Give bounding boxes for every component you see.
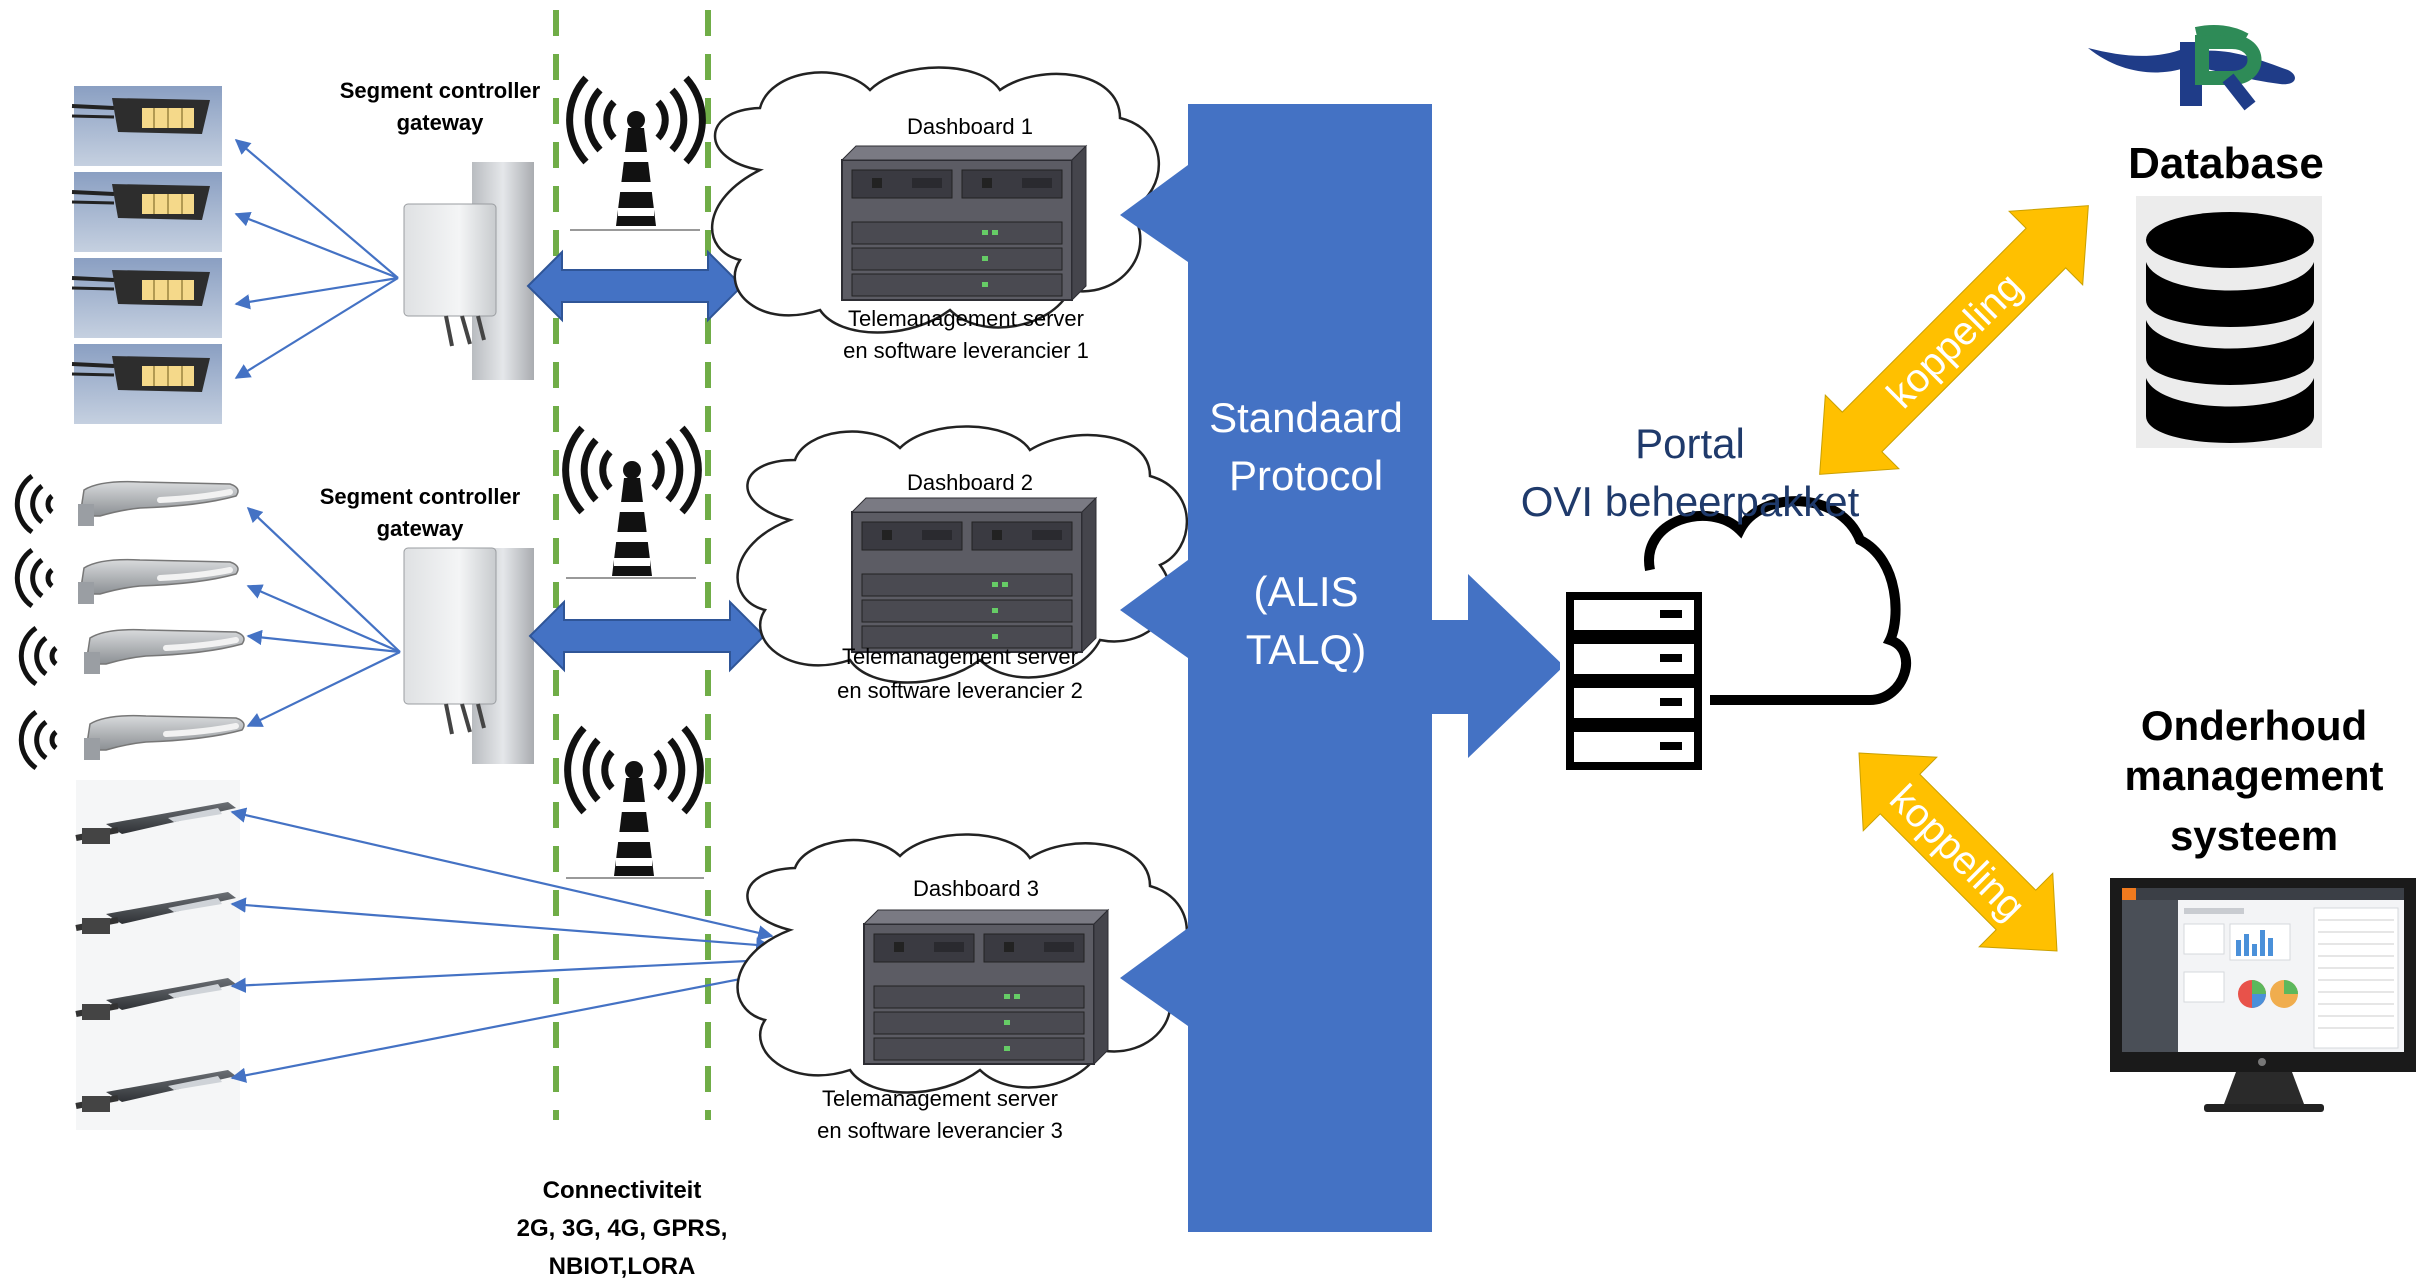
koppeling-top-label: koppeling	[1879, 265, 2031, 417]
streetlight-icon	[78, 482, 238, 526]
antenna-icon	[568, 728, 701, 876]
dashboard-2-desc-line1: Telemanagement server	[842, 644, 1078, 669]
streetlight-icon	[84, 716, 244, 760]
koppeling-top-arrow: koppeling	[1819, 205, 2089, 475]
segment-controller-1-label-line2: gateway	[397, 110, 485, 135]
protocol-line3: (ALIS	[1253, 568, 1358, 615]
wifi-icon	[17, 476, 52, 532]
dashboard-1-desc-line2: en software leverancier 1	[843, 338, 1089, 363]
dashboard-1-desc-line1: Telemanagement server	[848, 306, 1084, 331]
server-icon	[863, 909, 1109, 1065]
database-label: Database	[2128, 139, 2324, 188]
protocol-to-dashboard-1-arrow	[1120, 165, 1200, 262]
streetlight-icon	[84, 630, 244, 674]
dashboard-3-desc-line2: en software leverancier 3	[817, 1118, 1063, 1143]
portal-cloud-server-icon	[1560, 496, 1912, 770]
wifi-icon	[17, 550, 52, 606]
dashboard-1-title: Dashboard 1	[907, 114, 1033, 139]
dashboard-3-desc-line1: Telemanagement server	[822, 1086, 1058, 1111]
protocol-line1: Standaard	[1209, 394, 1403, 441]
standard-protocol-bar	[1188, 104, 1432, 1232]
streetlight-icon	[76, 966, 238, 1028]
koppeling-bottom-arrow: koppeling	[1858, 752, 2058, 952]
connectivity-line3: NBIOT,LORA	[549, 1253, 696, 1280]
streetlight-icon	[70, 256, 224, 340]
segment-controller-2-label-line2: gateway	[377, 516, 465, 541]
segment-controller-2	[403, 547, 534, 764]
controller-2-dashboard-2-link	[528, 599, 766, 673]
portal-line1: Portal	[1635, 420, 1745, 467]
server-icon	[851, 497, 1097, 653]
segment-controller-1-label-line1: Segment controller	[340, 78, 541, 103]
streetlight-icon	[76, 790, 238, 852]
dashboard-2-title: Dashboard 2	[907, 470, 1033, 495]
lamp-connections-group-2	[246, 506, 401, 727]
connectivity-line1: Connectiviteit	[543, 1177, 702, 1204]
maintenance-line1: Onderhoud	[2141, 702, 2367, 749]
streetlight-icon	[70, 342, 224, 426]
koppeling-bottom-label: koppeling	[1881, 777, 2033, 929]
segment-controller-1	[403, 162, 534, 380]
dashboard-2-desc-line2: en software leverancier 2	[837, 678, 1083, 703]
protocol-to-dashboard-3-arrow	[1120, 928, 1200, 1026]
streetlight-icon	[78, 560, 238, 604]
segment-controller-2-label-line1: Segment controller	[320, 484, 521, 509]
maintenance-line3: systeem	[2170, 812, 2338, 859]
portal-line2: OVI beheerpakket	[1521, 478, 1860, 525]
lamp-connections-group-1	[234, 139, 399, 379]
maintenance-line2: management	[2124, 752, 2383, 799]
server-icon	[841, 145, 1087, 301]
protocol-to-dashboard-2-arrow	[1120, 560, 1200, 658]
antenna-icon	[570, 78, 703, 226]
database-icon	[2136, 196, 2322, 448]
connectivity-line2: 2G, 3G, 4G, GPRS,	[517, 1215, 728, 1242]
antenna-icon	[566, 428, 699, 576]
monitor-icon	[2110, 878, 2416, 1112]
protocol-line2: Protocol	[1229, 452, 1383, 499]
logo-icon	[2088, 25, 2295, 111]
streetlight-icon	[70, 170, 224, 254]
wifi-icon	[21, 712, 56, 768]
streetlight-icon	[70, 84, 224, 168]
protocol-to-portal-arrow	[1430, 574, 1564, 758]
controller-1-dashboard-1-link	[526, 249, 744, 323]
wifi-icon	[21, 628, 56, 684]
protocol-line4: TALQ)	[1246, 626, 1367, 673]
lamp-connections-group-3	[230, 807, 774, 1083]
dashboard-3-title: Dashboard 3	[913, 876, 1039, 901]
streetlight-icon	[76, 880, 238, 942]
streetlight-icon	[76, 1058, 238, 1120]
